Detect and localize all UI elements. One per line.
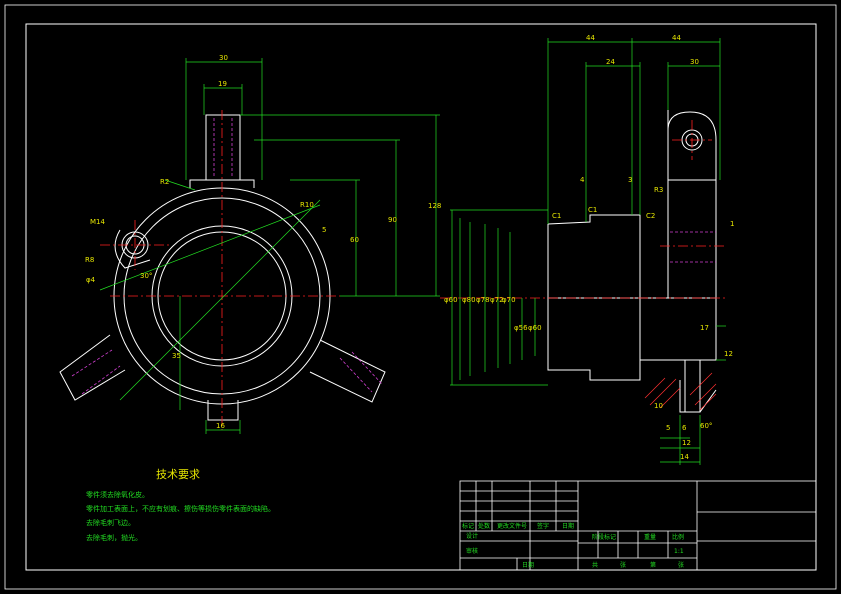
dim-44b: 44 <box>672 34 681 42</box>
section-dim-lines <box>450 38 726 465</box>
tb-sheet1: 张 <box>620 561 626 569</box>
dim-30: 30 <box>219 54 228 62</box>
tb-weight: 重量 <box>644 533 656 541</box>
tech-line-3: 去除毛刺飞边。 <box>86 518 135 527</box>
section-hatching <box>644 372 717 411</box>
front-view <box>59 114 386 421</box>
dim-6: 6 <box>682 424 687 432</box>
tb-date: 日期 <box>562 522 574 530</box>
dim-44a: 44 <box>586 34 595 42</box>
dim-30deg: 30° <box>140 272 152 280</box>
dim-5: 5 <box>322 226 326 234</box>
dim-5: 5 <box>666 424 670 432</box>
dim-128: 128 <box>428 202 441 210</box>
front-center-lines <box>100 110 340 430</box>
tb-number: 第 <box>650 561 656 569</box>
right-arm <box>309 339 386 403</box>
tech-title: 技术要求 <box>156 468 200 481</box>
tb-review: 审核 <box>466 547 478 555</box>
dim-d78: φ78 <box>476 296 490 304</box>
section-upper-profile <box>547 214 641 298</box>
dim-12b: 12 <box>682 439 691 447</box>
top-boss <box>205 114 241 180</box>
lug-top-arc <box>667 111 717 180</box>
dim-d80: φ80 <box>462 296 476 304</box>
tb-sign: 签字 <box>537 522 549 530</box>
dim-19: 19 <box>218 80 227 88</box>
dim-14: 14 <box>680 453 689 461</box>
dim-d70: φ70 <box>502 296 516 304</box>
dim-90: 90 <box>388 216 397 224</box>
dim-d72: φ72 <box>490 296 504 304</box>
dim-m14: M14 <box>90 218 105 226</box>
tb-mark: 标记 <box>462 522 474 530</box>
dim-phi4: φ4 <box>86 276 96 284</box>
lug-outline <box>114 229 151 269</box>
dim-r10: R10 <box>300 201 314 209</box>
dim-1: 1 <box>730 220 734 228</box>
dim-r8: R8 <box>85 256 94 264</box>
top-boss-base <box>189 179 255 188</box>
tb-count: 处数 <box>478 522 490 530</box>
dim-r3: R3 <box>654 186 663 194</box>
dim-17: 17 <box>700 324 709 332</box>
dim-24: 24 <box>606 58 615 66</box>
tech-line-1: 零件须去除氧化皮。 <box>86 490 149 499</box>
dim-30-right: 30 <box>690 58 699 66</box>
tb-row-date: 日期 <box>522 561 534 569</box>
tb-stage: 阶段标记 <box>592 533 616 541</box>
tb-sheet2: 张 <box>678 561 684 569</box>
left-arm <box>59 334 126 401</box>
dim-r2: R2 <box>160 178 169 186</box>
inner-border <box>25 23 817 571</box>
tb-total: 共 <box>592 561 598 569</box>
dim-4: 4 <box>580 176 585 184</box>
dim-d60b: φ60 <box>528 324 542 332</box>
tech-line-2: 零件加工表面上，不应有划痕、擦伤等损伤零件表面的缺陷。 <box>86 504 275 513</box>
front-hidden-lines <box>71 118 383 395</box>
dim-d56: φ56 <box>514 324 528 332</box>
dim-35: 35 <box>172 352 181 360</box>
dim-10: 10 <box>654 402 663 410</box>
front-dim-lines <box>99 58 440 434</box>
tb-scale-label: 比例 <box>672 533 684 541</box>
section-center-lines <box>440 120 726 299</box>
tb-scale-value: 1:1 <box>674 548 684 555</box>
bottom-boss <box>207 400 239 421</box>
dim-60: 60 <box>350 236 359 244</box>
dim-d60: φ60 <box>444 296 458 304</box>
dim-3: 3 <box>628 176 632 184</box>
section-lower-profile <box>547 224 641 381</box>
title-block-lines <box>459 480 817 571</box>
dim-16: 16 <box>216 422 225 430</box>
section-hidden-lines <box>670 231 716 263</box>
dim-c2: C2 <box>646 212 655 220</box>
dim-c1a: C1 <box>552 212 561 220</box>
outer-border <box>4 4 837 590</box>
dim-c1b: C1 <box>588 206 597 214</box>
dim-60deg: 60° <box>700 422 712 430</box>
tech-line-4: 去除毛刺，抛光。 <box>86 533 142 542</box>
tb-design: 设计 <box>466 532 478 540</box>
tb-change-doc: 更改文件号 <box>497 522 527 530</box>
section-flange <box>548 297 717 413</box>
dim-12: 12 <box>724 350 733 358</box>
section-base <box>640 359 701 413</box>
